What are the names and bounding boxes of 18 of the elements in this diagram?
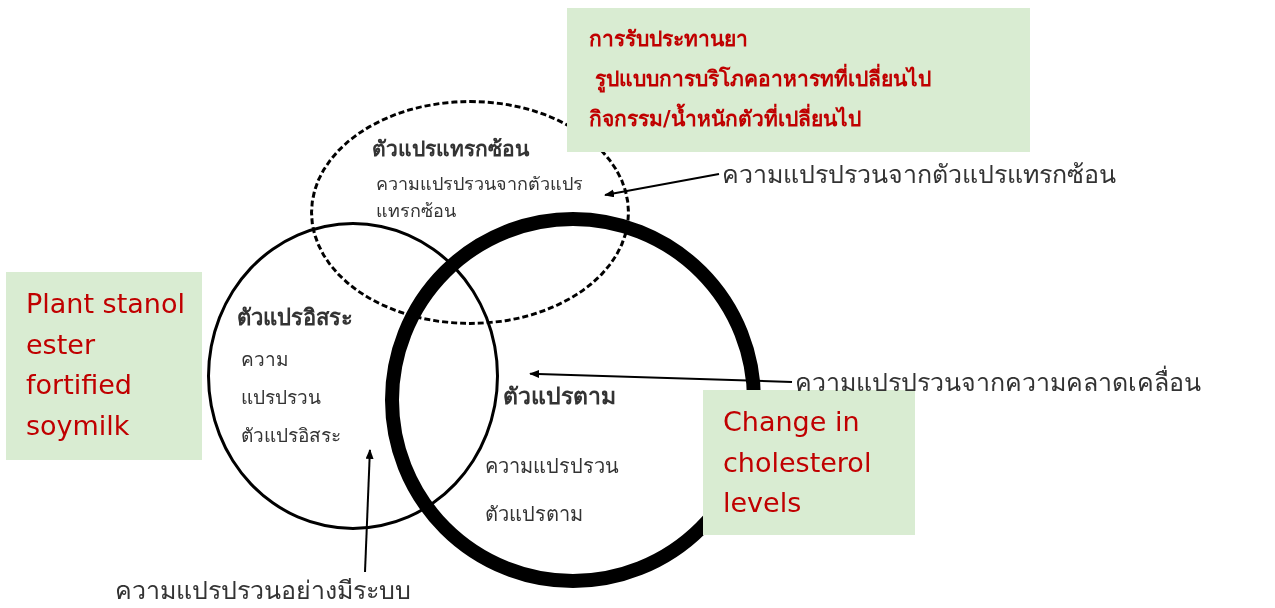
note-box bbox=[703, 390, 915, 535]
note-text: Change in cholesterol levels bbox=[723, 405, 873, 520]
circle-text: ความแปรปรวนตัวแปรตาม bbox=[485, 453, 620, 528]
leader-label: ความแปรปรวนอย่างมีระบบ bbox=[115, 570, 411, 608]
circle-title: ตัวแปรแทรกซ้อน bbox=[372, 136, 531, 163]
circle-text: ความแปรปรวนตัวแปรอิสระ bbox=[241, 347, 342, 448]
circle-title: ตัวแปรอิสระ bbox=[237, 304, 354, 332]
note-text: การรับประทานยา bbox=[589, 26, 748, 53]
circle-title: ตัวแปรตาม bbox=[503, 382, 617, 411]
note-box bbox=[567, 8, 1030, 152]
note-box bbox=[6, 272, 202, 460]
leader-label: ความแปรปรวนจากความคลาดเคลื่อน bbox=[795, 362, 1201, 402]
note-text: Plant stanol ester fortified soymilk bbox=[26, 287, 186, 443]
arrow bbox=[364, 448, 374, 573]
arrow bbox=[604, 173, 720, 198]
circle-text: ความแปรปรวนจากตัวแปรแทรกซ้อน bbox=[376, 172, 584, 223]
arrow bbox=[529, 369, 793, 383]
leader-label: ความแปรปรวนจากตัวแปรแทรกซ้อน bbox=[722, 154, 1116, 194]
